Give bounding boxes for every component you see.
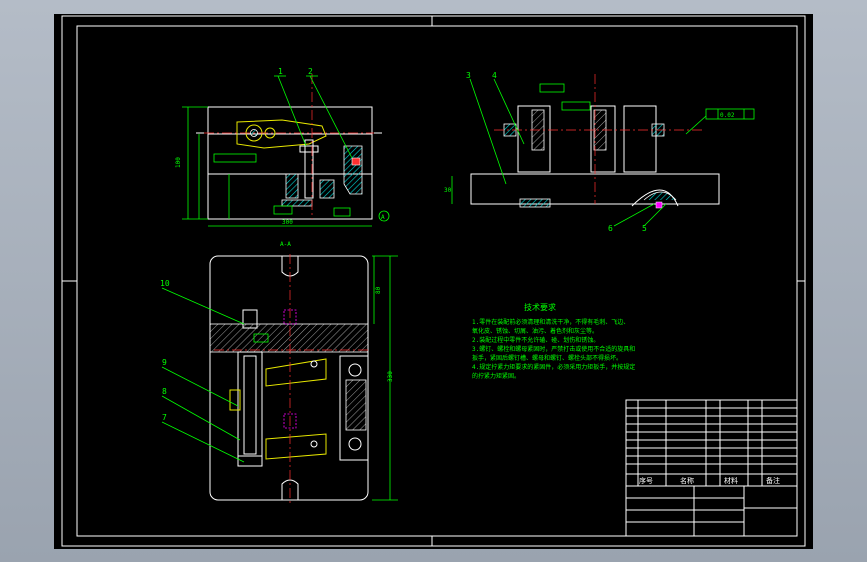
dim-right-height: 30 [444,187,452,194]
datum-label: A [381,214,385,221]
drawing-svg: 1 2 100 300 A 3 4 6 5 0.02 30 [61,15,806,547]
dim-top-width: 300 [282,219,293,226]
balloon-7: 7 [162,413,167,422]
title-block-note-header: 备注 [766,476,780,485]
title-block-seq-header: 序号 [639,476,653,485]
tech-req-line-5: 扳手，紧固后螺钉槽、螺母和螺钉、螺栓头部不得损坏。 [472,354,622,362]
balloon-4: 4 [492,71,497,80]
drawing-canvas[interactable]: 1 2 100 300 A 3 4 6 5 0.02 30 [54,14,813,549]
balloon-5: 5 [642,224,647,233]
title-block [625,399,798,537]
dim-top-height: 100 [175,157,182,168]
balloon-9: 9 [162,358,167,367]
balloon-10: 10 [160,279,170,288]
tech-req-line-6: 4.规定拧紧力矩要求的紧固件，必须采用力矩扳手，并按规定 [472,363,635,371]
tech-req-line-7: 的拧紧力矩紧固。 [472,372,520,380]
side-view [451,74,755,227]
front-view [182,74,390,227]
balloon-2: 2 [308,67,313,76]
balloon-6: 6 [608,224,613,233]
tech-requirements-title: 技术要求 [524,302,556,312]
tech-req-line-3: 2.装配过程中零件不允许磕、碰、划伤和锈蚀。 [472,336,599,344]
balloon-3: 3 [466,71,471,80]
balloon-8: 8 [162,387,167,396]
drawing-frame [61,15,806,547]
tech-requirements: 技术要求 1.零件在装配前必须清理和清洗干净，不得有毛刺、飞边、 氧化皮、锈蚀、… [472,302,635,380]
section-label: A-A [280,241,291,248]
plan-view [161,254,398,504]
dim-plan-height: 330 [387,371,394,382]
dim-plan-top: 80 [375,286,382,294]
title-block-name-header: 名称 [680,476,694,485]
balloon-1: 1 [278,67,283,76]
tech-req-line-2: 氧化皮、锈蚀、切屑、油污、着色剂和灰尘等。 [472,327,598,335]
title-block-material-header: 材料 [724,476,738,485]
tech-req-line-4: 3.螺钉、螺栓和螺母紧固时，严禁打击或使用不合适的旋具和 [472,345,635,353]
tech-req-line-1: 1.零件在装配前必须清理和清洗干净，不得有毛刺、飞边、 [472,318,629,326]
tolerance-value: 0.02 [720,112,735,119]
